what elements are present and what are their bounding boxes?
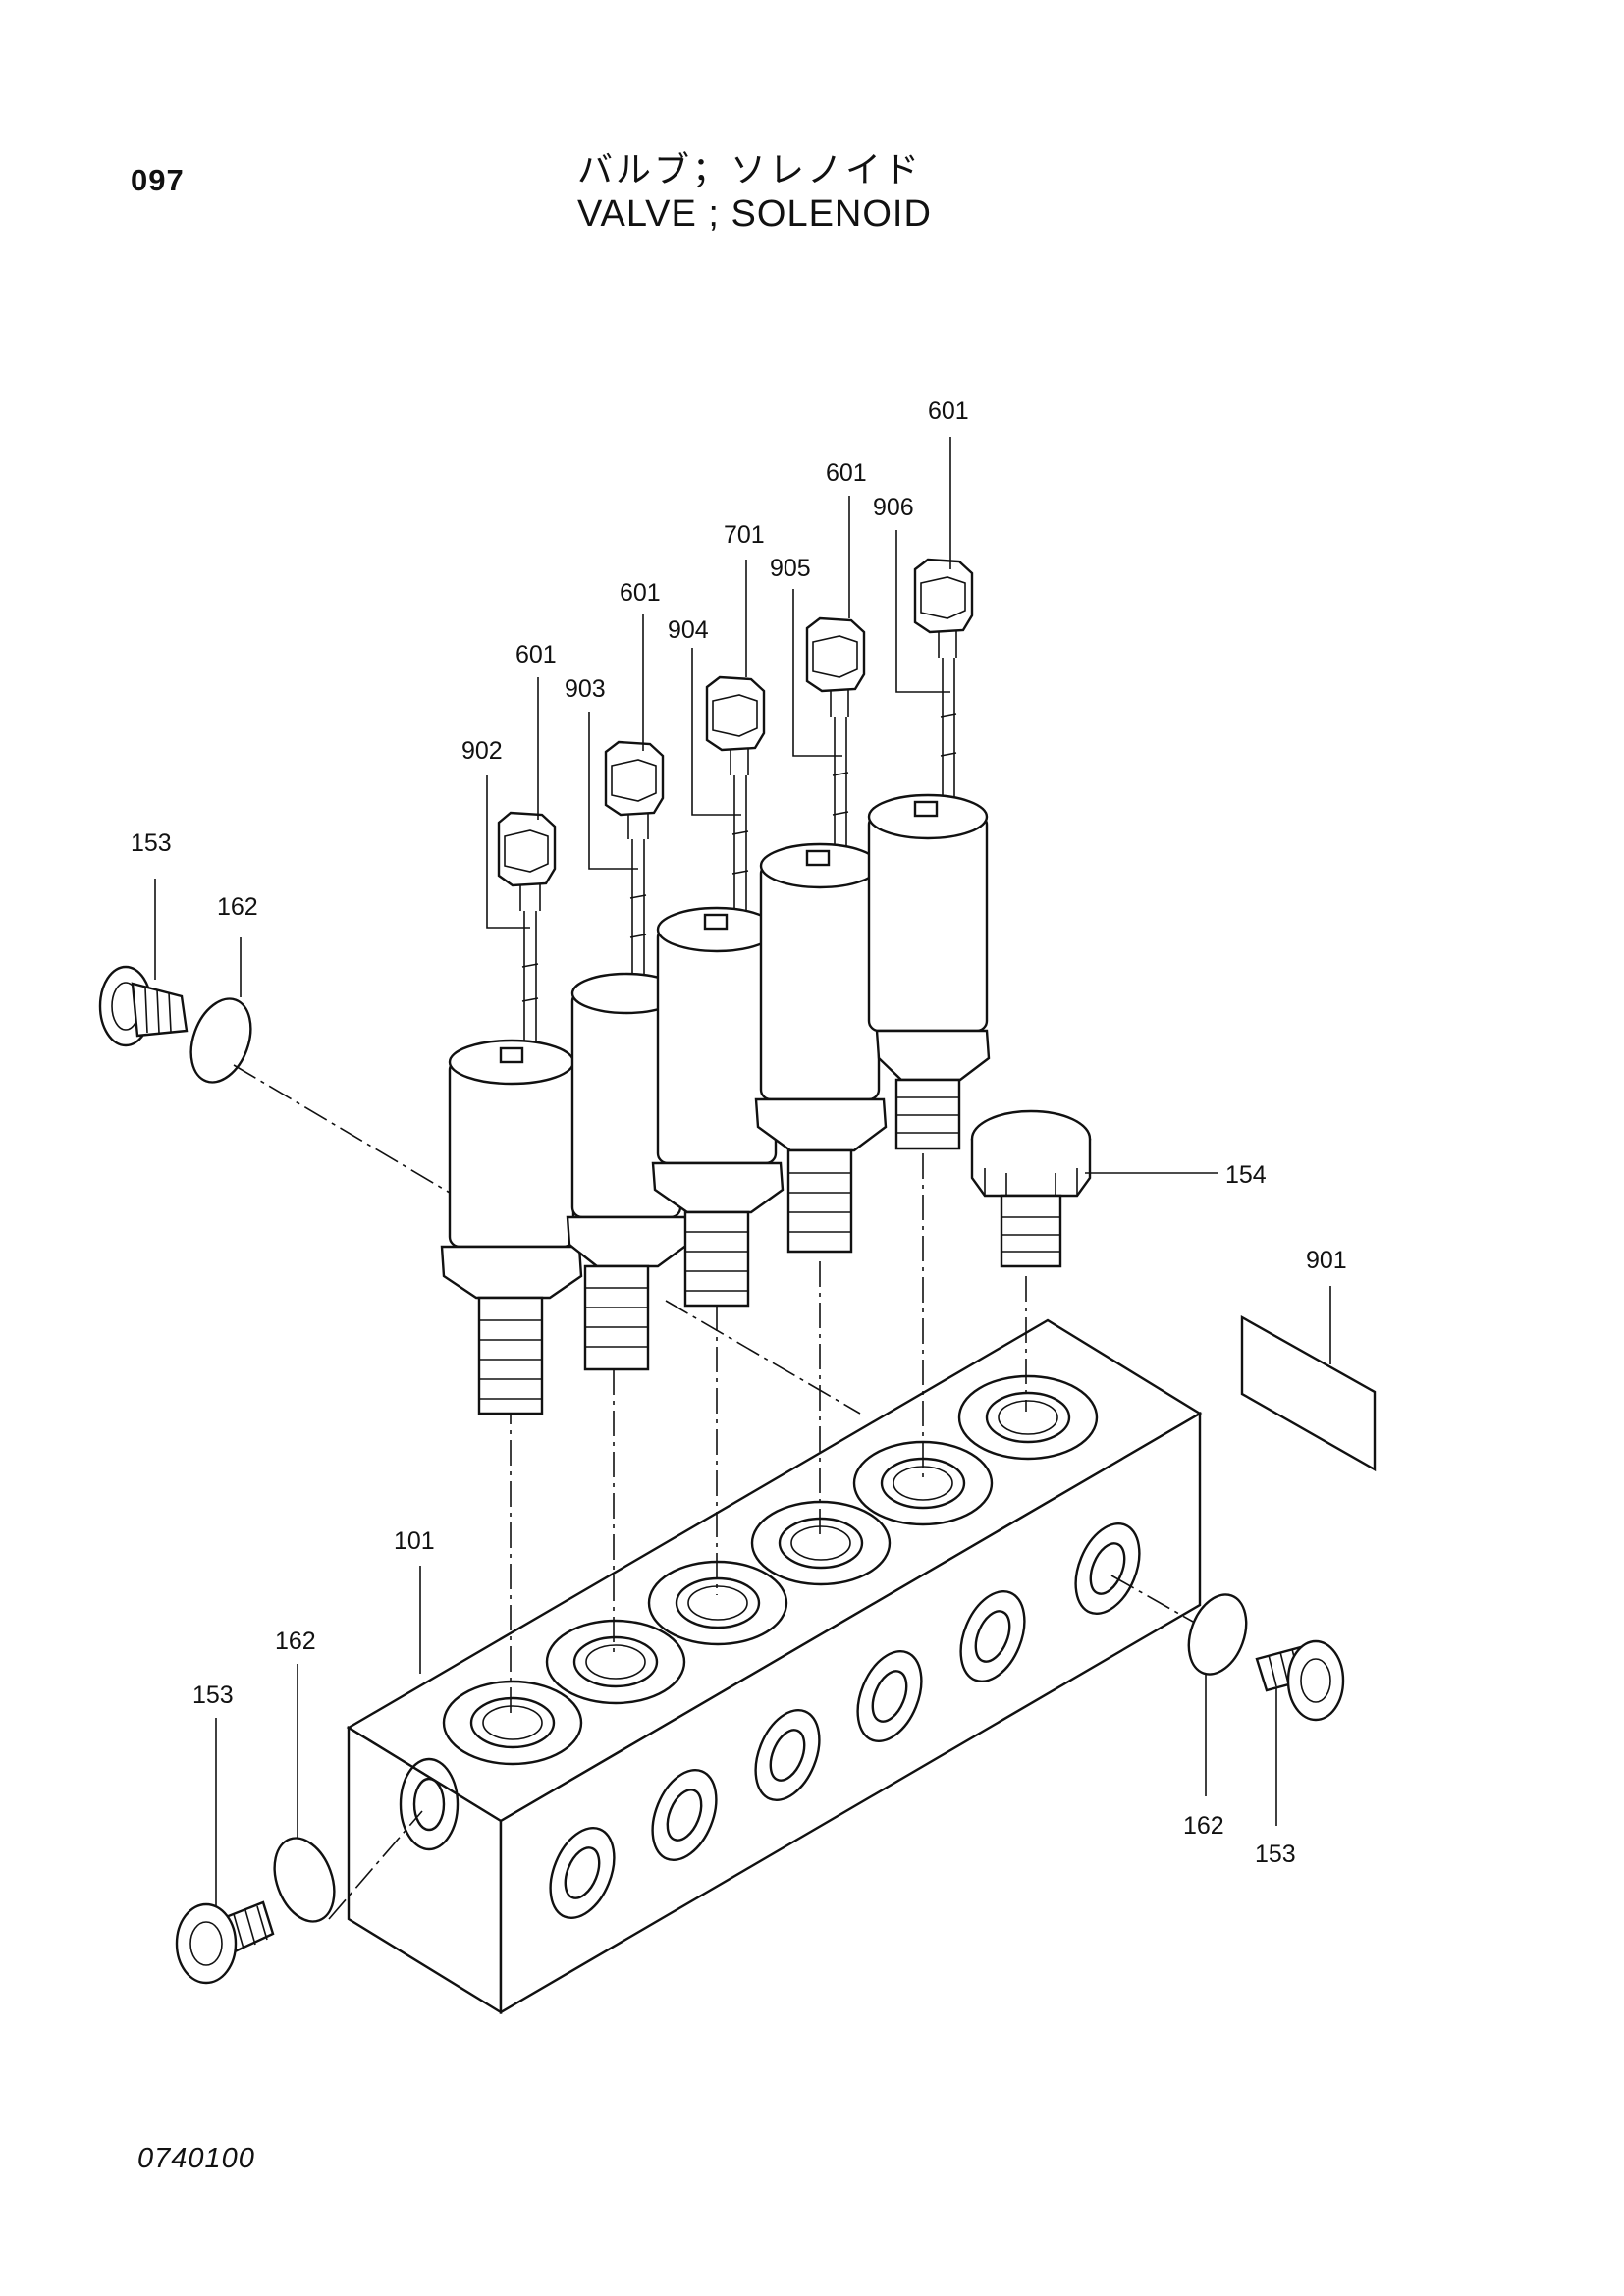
callout-153: 153	[131, 829, 172, 857]
solenoid-valve-2	[566, 740, 689, 1371]
solenoid-valve-4	[754, 616, 888, 1254]
callout-601: 601	[826, 459, 867, 487]
callout-901: 901	[1306, 1247, 1347, 1274]
solenoid-valve-1	[440, 811, 583, 1415]
plug-153-top	[98, 965, 189, 1047]
manifold-block	[346, 1318, 1203, 2015]
title-japanese: バルブ；ソレノイド	[577, 150, 923, 190]
callout-101: 101	[394, 1527, 435, 1555]
drawing-code: 0740100	[137, 2143, 255, 2174]
connector-601	[913, 558, 974, 658]
callout-601: 601	[620, 579, 661, 607]
callout-153: 153	[192, 1682, 234, 1709]
callout-902: 902	[461, 737, 503, 765]
connector-701	[705, 675, 766, 775]
label-plate-901	[1240, 1314, 1377, 1472]
title-english: VALVE ; SOLENOID	[577, 193, 932, 235]
connector-601	[604, 740, 665, 839]
connector-601	[497, 811, 557, 911]
page-number: 097	[131, 163, 185, 197]
plug-154	[970, 1109, 1092, 1268]
top-ports	[442, 1374, 1099, 1766]
side-ports	[399, 1522, 1141, 1920]
callout-162: 162	[275, 1628, 316, 1655]
solenoid-valve-3	[651, 675, 785, 1308]
callout-labels: 601 601 906 701 905 601 904 601 903 902 …	[131, 398, 1347, 1868]
callout-906: 906	[873, 494, 914, 521]
callout-162: 162	[1183, 1812, 1224, 1840]
callout-601: 601	[928, 398, 969, 425]
callout-701: 701	[724, 521, 765, 549]
callout-905: 905	[770, 555, 811, 582]
callout-153: 153	[1255, 1841, 1296, 1868]
o-ring-162-left	[273, 1837, 336, 1923]
callout-903: 903	[565, 675, 606, 703]
assembly-centerlines	[233, 1064, 1194, 1920]
connector-601	[805, 616, 866, 717]
plug-153-left	[175, 1900, 275, 1985]
callout-154: 154	[1225, 1161, 1267, 1189]
solenoid-valve-5	[867, 558, 991, 1150]
o-ring-162-right	[1187, 1593, 1248, 1676]
o-ring-162-top	[189, 997, 252, 1084]
callout-601: 601	[515, 641, 557, 668]
leader-lines	[154, 437, 1331, 1906]
plug-153-right	[1255, 1639, 1345, 1722]
callout-162: 162	[217, 893, 258, 921]
callout-904: 904	[668, 616, 709, 644]
